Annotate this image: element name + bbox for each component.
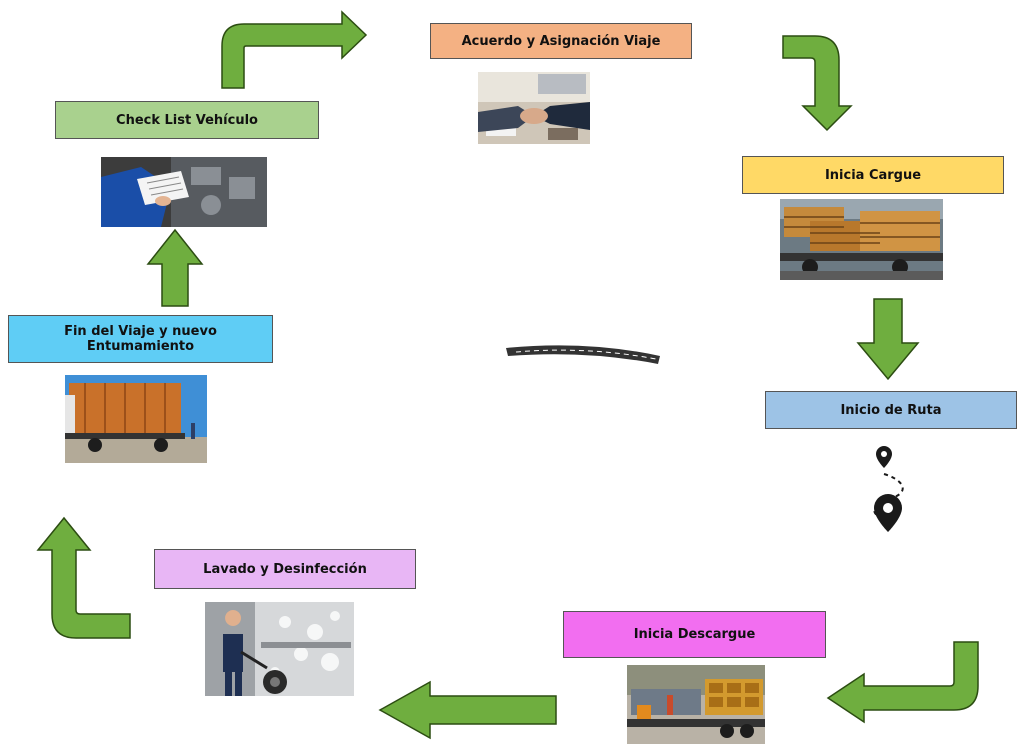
flow-arrow-acuerdo-to-cargue <box>781 34 863 132</box>
flow-arrow-lavado-to-fin <box>34 514 132 642</box>
vehicle-inspection-photo <box>101 157 267 227</box>
loaded-truck-photo <box>780 199 943 280</box>
truck-washing-photo <box>205 602 354 696</box>
logo-road-swoosh <box>506 345 660 364</box>
step-box-inicia-cargue: Inicia Cargue <box>742 156 1004 194</box>
handshake-photo <box>478 72 590 144</box>
flow-arrow-descargue-to-lavado <box>378 680 558 740</box>
step-box-check-list: Check List Vehículo <box>55 101 319 139</box>
flow-arrow-fin-to-checklist <box>146 228 204 308</box>
step-label: Lavado y Desinfección <box>203 561 367 577</box>
step-box-fin-viaje: Fin del Viaje y nuevo Entumamiento <box>8 315 273 363</box>
unloading-truck-photo <box>627 665 765 744</box>
step-label: Check List Vehículo <box>116 112 258 128</box>
flow-arrow-checklist-to-acuerdo <box>218 10 370 90</box>
step-box-inicio-ruta: Inicio de Ruta <box>765 391 1017 429</box>
flow-arrow-cargue-to-ruta <box>856 297 920 381</box>
parked-truck-photo <box>65 375 207 463</box>
step-box-lavado-desinfeccion: Lavado y Desinfección <box>154 549 416 589</box>
transmaya-logo <box>406 308 664 370</box>
route-pins-icon <box>842 440 926 540</box>
step-label: Inicia Descargue <box>633 627 756 642</box>
flow-arrow-ruta-to-descargue <box>826 640 982 724</box>
step-box-inicia-descargue: Inicia Descargue <box>563 611 826 658</box>
step-label: Inicio de Ruta <box>840 402 942 418</box>
step-label: Fin del Viaje y nuevo Entumamiento <box>64 324 217 354</box>
step-box-acuerdo-asignacion: Acuerdo y Asignación Viaje <box>430 23 692 59</box>
step-label: Inicia Cargue <box>824 167 922 183</box>
step-label: Acuerdo y Asignación Viaje <box>461 33 661 49</box>
